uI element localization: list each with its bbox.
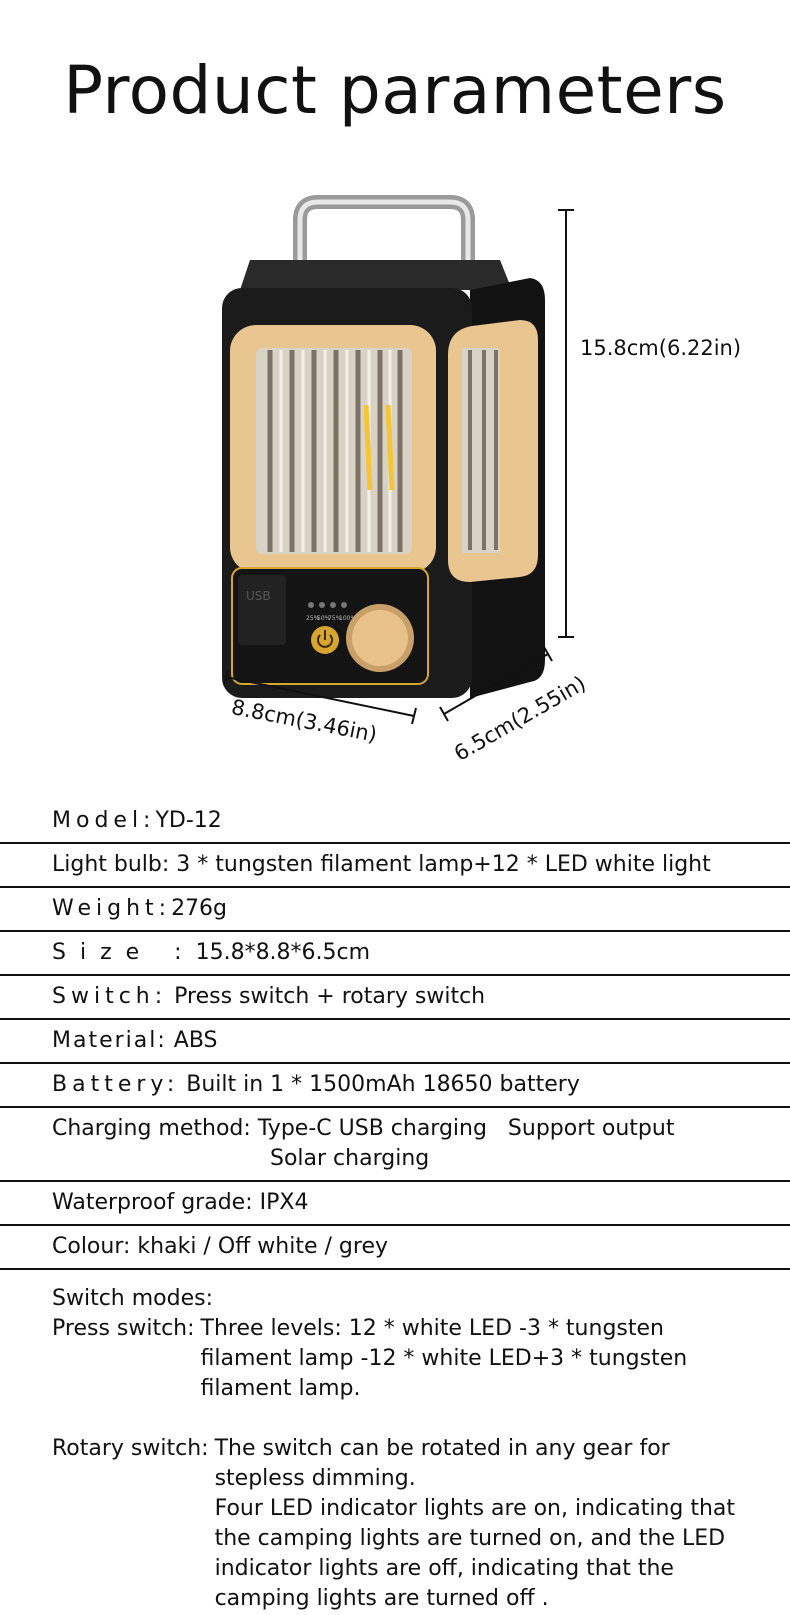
spec-value: ABS bbox=[166, 1028, 218, 1053]
camping-lantern-illustration: USB 25% 50% 75% 100% bbox=[222, 195, 574, 725]
switch-modes-heading: Switch modes: bbox=[52, 1286, 213, 1311]
spec-label: Waterproof grade: bbox=[52, 1190, 253, 1215]
indicator-led bbox=[341, 602, 347, 608]
spec-row-size: Size :15.8*8.8*6.5cm bbox=[0, 932, 790, 976]
filament-2 bbox=[385, 404, 395, 491]
spec-row-material: Material: ABS bbox=[0, 1020, 790, 1064]
svg-text:50%: 50% bbox=[317, 615, 331, 622]
press-switch-block: Press switch: Three levels: 12 * white L… bbox=[52, 1314, 790, 1404]
spec-label: Material: bbox=[52, 1028, 167, 1053]
indicator-led bbox=[308, 602, 314, 608]
rotary-switch-text-1: The switch can be rotated in any gear fo… bbox=[214, 1436, 670, 1491]
spec-list: Model:YD-12 Light bulb: 3 * tungsten fil… bbox=[0, 800, 790, 1614]
rotary-switch-text-2: Four LED indicator lights are on, indica… bbox=[214, 1496, 736, 1611]
usb-label: USB bbox=[246, 589, 271, 603]
spec-value: IPX4 bbox=[259, 1190, 309, 1215]
spec-label: Battery: bbox=[52, 1072, 180, 1097]
depth-dimension-line bbox=[443, 653, 549, 715]
page-title: Product parameters bbox=[63, 52, 727, 129]
lantern-top-cap bbox=[240, 260, 512, 290]
spec-label: Switch: bbox=[52, 984, 168, 1009]
svg-text:75%: 75% bbox=[328, 615, 342, 622]
spec-row-model: Model:YD-12 bbox=[0, 800, 790, 844]
width-dimension-line bbox=[225, 676, 415, 717]
usb-port-cover bbox=[238, 575, 286, 645]
spec-label: Weight: bbox=[52, 896, 172, 921]
spec-row-switch: Switch: Press switch + rotary switch bbox=[0, 976, 790, 1020]
lantern-glass-bars bbox=[267, 350, 403, 552]
spec-label: Size : bbox=[52, 940, 196, 965]
press-switch-label: Press switch: bbox=[52, 1316, 195, 1341]
indicator-led bbox=[330, 602, 336, 608]
spec-row-charging: Charging method: Type-C USB charging Sup… bbox=[0, 1108, 790, 1182]
spec-row-waterproof: Waterproof grade: IPX4 bbox=[0, 1182, 790, 1226]
spec-value: 276g bbox=[171, 896, 228, 921]
svg-text:100%: 100% bbox=[339, 615, 356, 622]
spec-value: Built in 1 * 1500mAh 18650 battery bbox=[186, 1072, 580, 1097]
spec-value: Type-C USB charging Support output bbox=[257, 1116, 675, 1141]
switch-modes: Switch modes: Press switch: Three levels… bbox=[0, 1270, 790, 1614]
product-figure: USB 25% 50% 75% 100% 15.8cm(6.22in) 8.8c… bbox=[0, 190, 790, 780]
spec-value: 15.8*8.8*6.5cm bbox=[195, 940, 371, 965]
spec-value: Press switch + rotary switch bbox=[174, 984, 486, 1009]
spec-value: 3 * tungsten filament lamp+12 * LED whit… bbox=[176, 852, 711, 877]
spec-label: Charging method: bbox=[52, 1116, 251, 1141]
spec-label: Light bulb: bbox=[52, 852, 170, 877]
spec-row-battery: Battery: Built in 1 * 1500mAh 18650 batt… bbox=[0, 1064, 790, 1108]
spec-row-weight: Weight:276g bbox=[0, 888, 790, 932]
spec-value-continued: Solar charging bbox=[270, 1146, 430, 1171]
rotary-switch-block: Rotary switch: The switch can be rotated… bbox=[52, 1434, 790, 1614]
svg-text:25%: 25% bbox=[306, 615, 320, 622]
filament-1 bbox=[363, 404, 373, 491]
spec-value: YD-12 bbox=[155, 808, 222, 833]
power-icon bbox=[317, 634, 333, 648]
height-dimension-label: 15.8cm(6.22in) bbox=[580, 336, 742, 360]
spec-label: Colour: bbox=[52, 1234, 131, 1259]
spec-row-light-bulb: Light bulb: 3 * tungsten filament lamp+1… bbox=[0, 844, 790, 888]
press-switch-text: Three levels: 12 * white LED -3 * tungst… bbox=[200, 1316, 688, 1401]
spec-row-colour: Colour: khaki / Off white / grey bbox=[0, 1226, 790, 1270]
spec-label: Model: bbox=[52, 808, 156, 833]
rotary-switch-label: Rotary switch: bbox=[52, 1436, 209, 1461]
indicator-led bbox=[319, 602, 325, 608]
spec-value: khaki / Off white / grey bbox=[137, 1234, 388, 1259]
